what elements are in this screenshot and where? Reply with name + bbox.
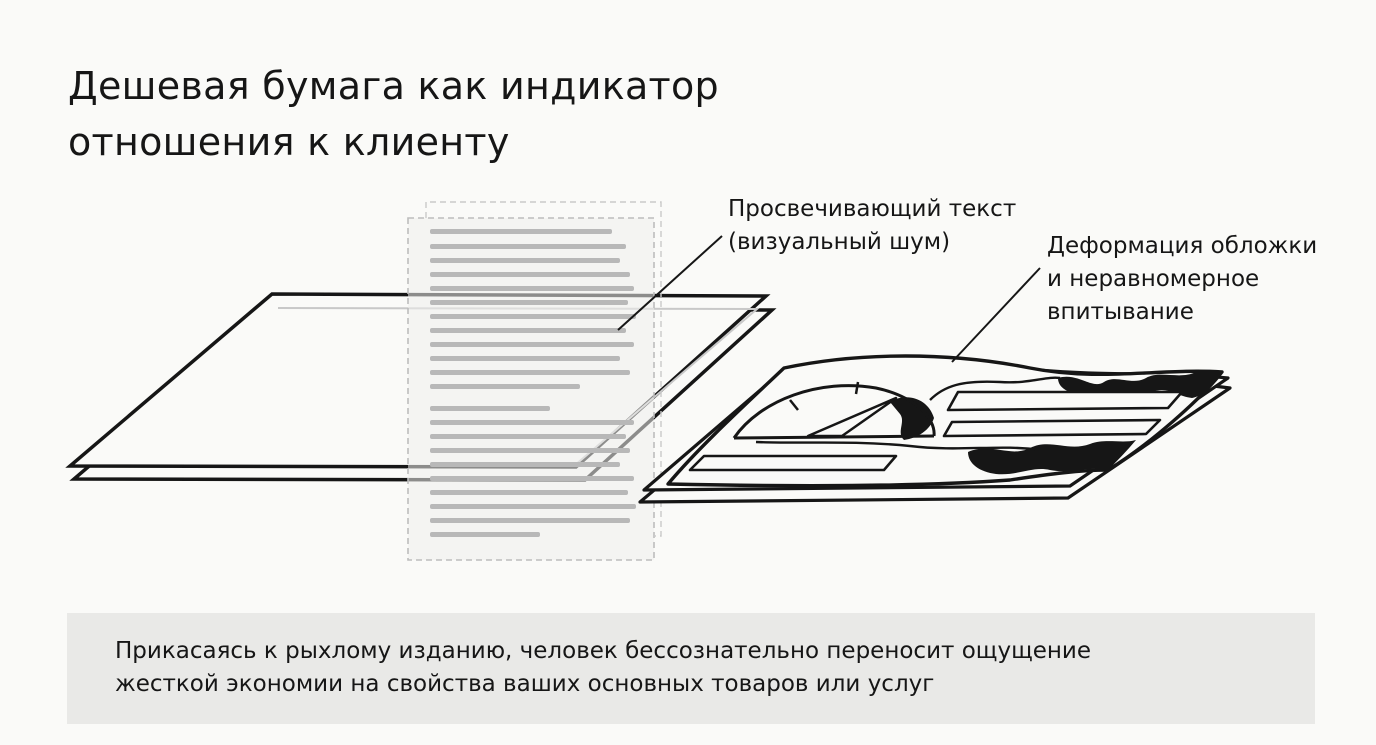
gauge-tick-1: [789, 399, 799, 411]
leader-line-show-through: [617, 235, 723, 331]
title-line-1: Дешевая бумага как индикатор: [68, 64, 719, 108]
label-deformation-line-3: впитывание: [1047, 299, 1194, 325]
cover-text-block-1: [946, 390, 1184, 412]
gauge-needle: [806, 396, 898, 438]
summary-text: Прикасаясь к рыхлому изданию, человек бе…: [115, 635, 1091, 701]
title-line-2: отношения к клиенту: [68, 120, 510, 164]
cover-text-block-2: [942, 418, 1162, 438]
ghost-text-lines: [430, 229, 636, 537]
ink-blotch-gauge: [890, 397, 934, 440]
page-title: Дешевая бумага как индикатор отношения к…: [68, 58, 719, 170]
summary-box: Прикасаясь к рыхлому изданию, человек бе…: [67, 613, 1315, 724]
label-deformation-line-2: и неравномерное: [1047, 266, 1260, 292]
label-show-through-line-2: (визуальный шум): [728, 229, 951, 255]
ink-blotch-bottom: [968, 440, 1136, 475]
label-deformation-line-1: Деформация обложки: [1047, 233, 1318, 259]
cover-text-block-3: [688, 454, 898, 472]
summary-line-1: Прикасаясь к рыхлому изданию, человек бе…: [115, 638, 1092, 664]
label-show-through: Просвечивающий текст (визуальный шум): [728, 193, 1016, 259]
deformation-wave-2: [929, 376, 1061, 401]
gauge-tick-2: [854, 381, 860, 395]
deformation-wave-1: [755, 440, 1041, 452]
ghost-text-area-offset: [425, 201, 662, 537]
summary-line-2: жесткой экономии на свойства ваших основ…: [115, 671, 935, 697]
show-through-panel: [407, 201, 662, 561]
gauge-arc: [732, 384, 936, 439]
label-show-through-line-1: Просвечивающий текст: [728, 196, 1017, 222]
label-deformation: Деформация обложки и неравномерное впиты…: [1047, 230, 1317, 329]
warped-brochure-illustration: [638, 354, 1232, 504]
leader-line-deformation: [951, 267, 1041, 363]
